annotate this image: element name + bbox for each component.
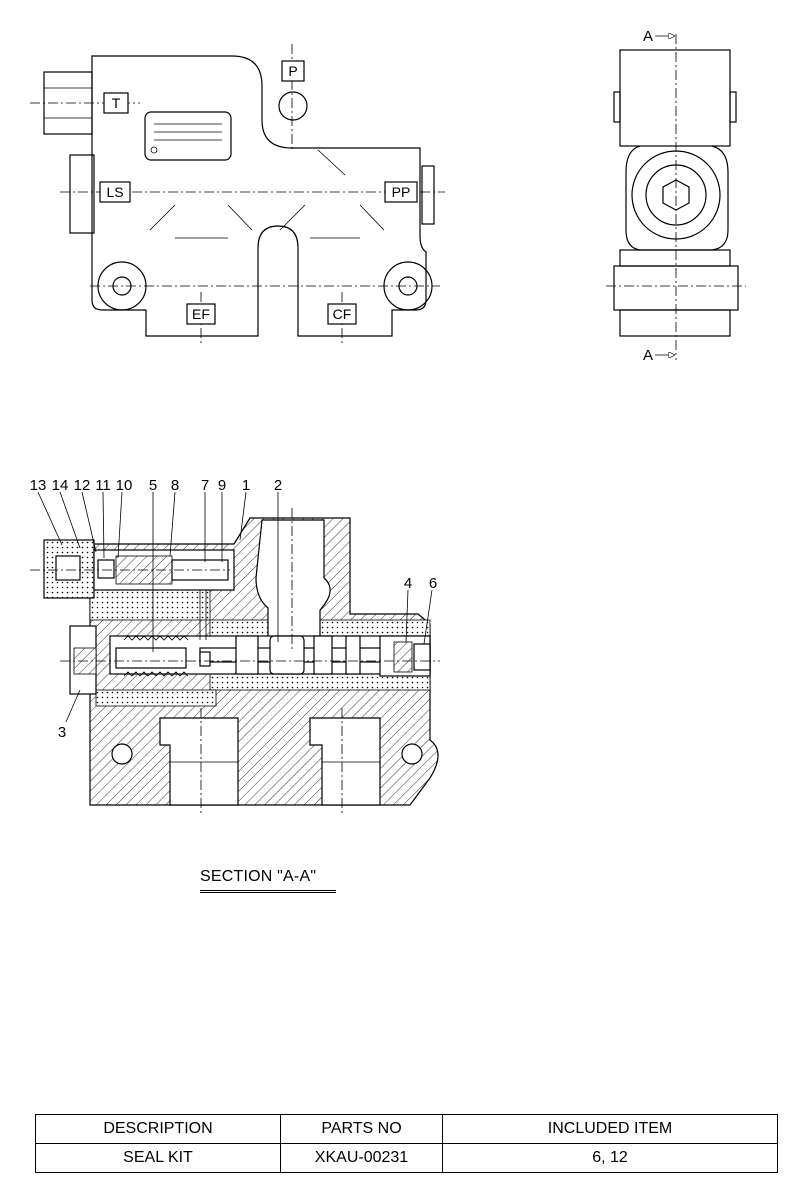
spool-land-1 [235,635,259,675]
callout-6: 6 [429,575,437,592]
section-mark-bottom: A [643,347,653,364]
callout-2: 2 [274,477,282,494]
port-label-cf: CF [333,306,352,322]
spool-land-4 [345,635,361,675]
callout-11: 11 [95,477,111,494]
port-label-box-ef [186,303,216,325]
callout-10: 10 [116,477,133,494]
section-mount-hole-right [401,743,423,765]
spool-land-3 [313,635,333,675]
callout-4: 4 [404,575,412,592]
section-title: SECTION "A-A" [200,868,336,893]
header-description: DESCRIPTION [35,1114,281,1144]
side-upper-block [619,49,731,147]
name-plate [144,111,232,161]
section-view: 13 14 12 11 10 5 8 7 9 1 2 3 4 6 [30,477,440,815]
port-label-ef: EF [192,306,210,322]
side-fitting [69,154,95,234]
port-label-box-pp [384,181,418,203]
callout-1: 1 [242,477,250,494]
side-view: A A [606,28,746,364]
callout-13: 13 [30,477,47,494]
cell-description: SEAL KIT [35,1143,281,1173]
port-label-p: P [288,63,297,79]
port-label-box-cf [327,303,357,325]
cell-included-item: 6, 12 [442,1143,778,1173]
callout-3: 3 [58,724,66,741]
header-parts-no: PARTS NO [280,1114,443,1144]
callout-5: 5 [149,477,157,494]
front-view: T P LS PP EF CF [30,44,445,345]
cell-parts-no: XKAU-00231 [280,1143,443,1173]
callout-7: 7 [201,477,209,494]
port-label-t: T [112,95,121,111]
callout-14: 14 [52,477,69,494]
side-fitting-right [421,165,435,225]
port-label-box-t [103,92,129,114]
port-label-pp: PP [392,184,411,200]
table-row: SEAL KIT XKAU-00231 6, 12 [35,1143,778,1173]
callout-12: 12 [74,477,91,494]
callout-9: 9 [218,477,226,494]
section-mount-hole-left [111,743,133,765]
valve-body-outline [91,55,427,337]
parts-table-header-row: DESCRIPTION PARTS NO INCLUDED ITEM [35,1114,778,1144]
spool-land-2 [269,635,305,675]
port-label-box-ls [99,181,131,203]
callout-8: 8 [171,477,179,494]
parts-table: DESCRIPTION PARTS NO INCLUDED ITEM SEAL … [35,1114,778,1173]
cf-port-cavity [309,717,381,806]
spring-icon [123,635,189,641]
side-mid-block [625,145,729,251]
port-label-box-p [281,60,305,82]
ef-port-cavity [159,717,239,806]
spring-piston [115,647,187,669]
p-port-hole [278,91,308,121]
plate-screw-icon [150,146,158,154]
port-label-ls: LS [106,184,123,200]
section-mark-top: A [643,28,653,45]
header-included-item: INCLUDED ITEM [442,1114,778,1144]
technical-drawing: T P LS PP EF CF A A [30,28,746,815]
bore-sleeve-upper [89,589,211,621]
